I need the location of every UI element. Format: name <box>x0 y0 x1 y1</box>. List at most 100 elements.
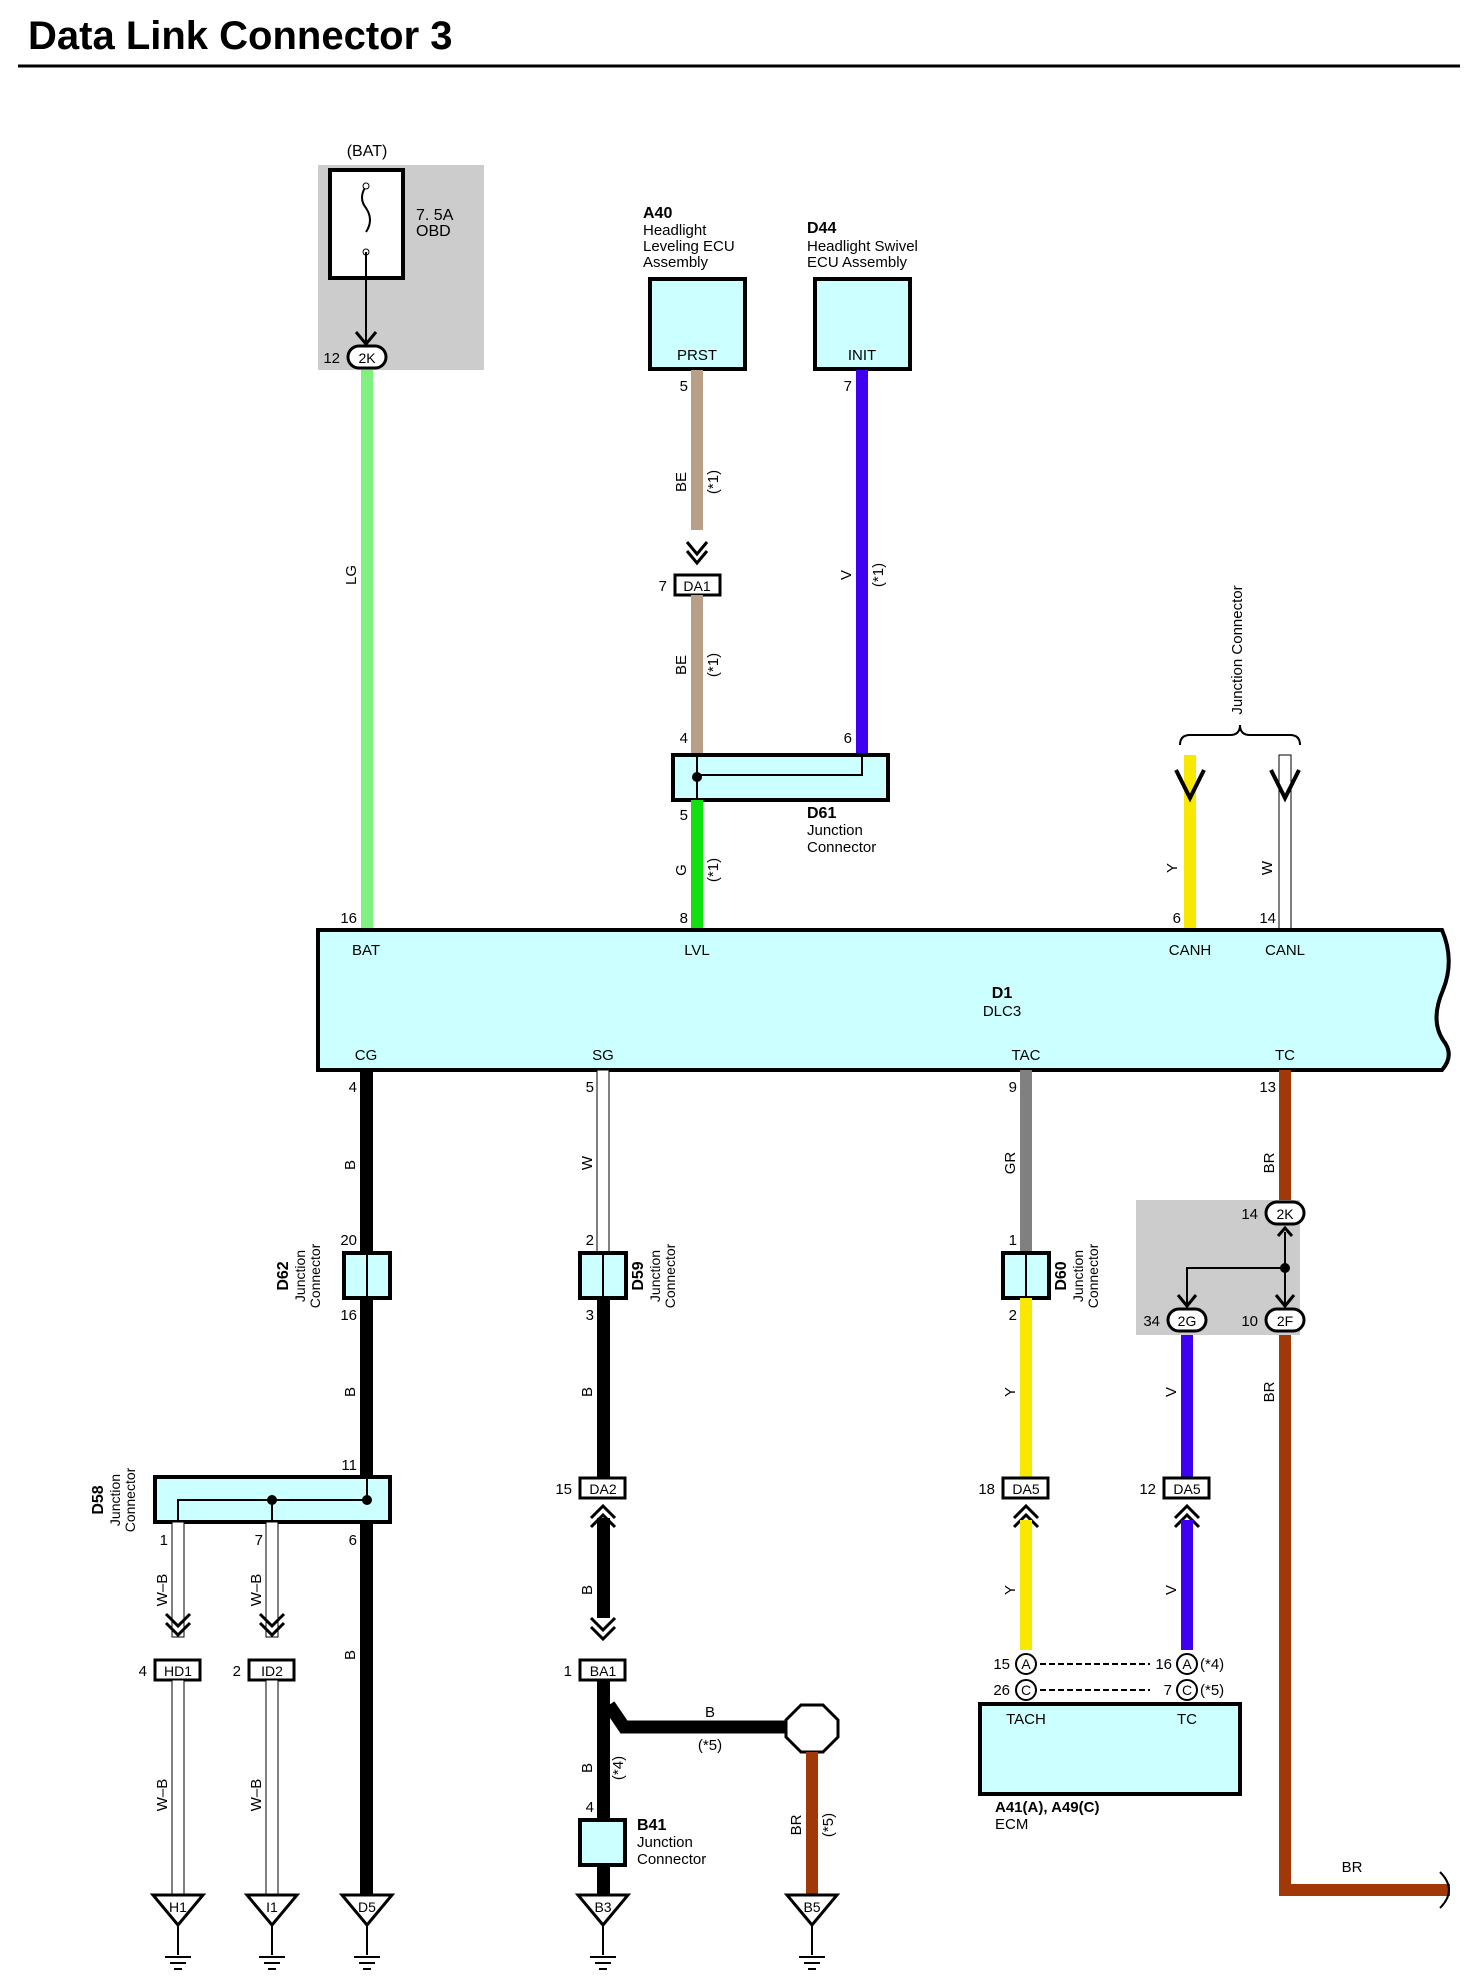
svg-text:I1: I1 <box>266 1899 278 1915</box>
svg-text:10: 10 <box>1241 1313 1258 1330</box>
svg-text:2G: 2G <box>1178 1313 1197 1329</box>
splice-point-icon <box>784 1703 840 1754</box>
fuse-block: (BAT) 7. 5A OBD 2K 12 <box>318 143 484 370</box>
svg-text:V: V <box>1163 1387 1180 1397</box>
svg-text:D5: D5 <box>358 1899 376 1915</box>
svg-text:Connector: Connector <box>662 1243 678 1308</box>
svg-text:B5: B5 <box>803 1899 820 1915</box>
svg-text:12: 12 <box>1139 1481 1156 1498</box>
component-d1-dlc3: D1 DLC3 BAT LVL CANH CANL 16 8 6 14 CG S… <box>316 910 1451 1096</box>
svg-text:CANL: CANL <box>1265 942 1305 959</box>
svg-text:BR: BR <box>1261 1381 1278 1402</box>
svg-text:Junction: Junction <box>637 1834 693 1851</box>
svg-text:BE: BE <box>673 655 690 675</box>
wire-y-tach-ecm <box>1020 1520 1032 1650</box>
svg-text:Junction: Junction <box>1070 1250 1086 1302</box>
svg-text:6: 6 <box>1173 910 1181 927</box>
svg-text:LVL: LVL <box>684 942 710 959</box>
svg-text:Headlight: Headlight <box>643 222 707 239</box>
svg-text:Junction: Junction <box>292 1250 308 1302</box>
svg-text:4: 4 <box>680 730 688 747</box>
wire-w-canl <box>1278 754 1292 931</box>
svg-text:6: 6 <box>349 1532 357 1549</box>
double-chevron-icon <box>685 541 709 566</box>
double-chevron-icon <box>258 1612 286 1638</box>
svg-text:Y: Y <box>1002 1387 1019 1397</box>
component-a40: A40 Headlight Leveling ECU Assembly PRST… <box>643 205 747 395</box>
svg-text:DA1: DA1 <box>683 578 710 594</box>
svg-text:C: C <box>1182 1682 1192 1698</box>
component-d59: 2 3 D59 Junction Connector <box>578 1232 678 1324</box>
svg-text:CANH: CANH <box>1169 942 1212 959</box>
junction-connector-label: Junction Connector <box>1229 585 1246 714</box>
svg-text:CG: CG <box>355 1047 378 1064</box>
svg-text:W–B: W–B <box>154 1779 171 1812</box>
svg-text:Connector: Connector <box>807 839 876 856</box>
svg-text:A: A <box>1021 1656 1031 1672</box>
svg-text:(*1): (*1) <box>870 563 887 587</box>
svg-text:8: 8 <box>680 910 688 927</box>
svg-text:(*4): (*4) <box>1200 1656 1224 1673</box>
svg-text:Leveling ECU: Leveling ECU <box>643 238 735 255</box>
wire-be-upper <box>691 370 703 530</box>
wire-b-da2-ba1 <box>597 1518 610 1618</box>
svg-text:1: 1 <box>564 1663 572 1680</box>
svg-text:PRST: PRST <box>677 347 717 364</box>
svg-text:20: 20 <box>340 1232 357 1249</box>
svg-text:ID2: ID2 <box>261 1663 283 1679</box>
svg-text:V: V <box>838 570 855 580</box>
svg-text:(*5): (*5) <box>698 1737 722 1754</box>
svg-text:B: B <box>342 1650 359 1660</box>
connector-da2 <box>578 1476 627 1500</box>
svg-text:16: 16 <box>340 1307 357 1324</box>
wire-br-b5 <box>806 1752 818 1897</box>
svg-text:5: 5 <box>586 1079 594 1096</box>
svg-text:ECM: ECM <box>995 1816 1028 1833</box>
svg-text:B: B <box>579 1585 596 1595</box>
component-d62: 20 16 D62 Junction Connector <box>275 1232 392 1324</box>
svg-text:BR: BR <box>1261 1152 1278 1173</box>
ground-b5: B5 <box>783 1893 841 1970</box>
ground-d5: D5 <box>338 1893 396 1970</box>
svg-text:13: 13 <box>1259 1079 1276 1096</box>
svg-text:3: 3 <box>586 1307 594 1324</box>
svg-text:A: A <box>1182 1656 1192 1672</box>
svg-text:2F: 2F <box>1277 1313 1293 1329</box>
svg-text:V: V <box>1163 1585 1180 1595</box>
svg-text:TC: TC <box>1275 1047 1295 1064</box>
svg-text:BA1: BA1 <box>590 1663 617 1679</box>
svg-text:2: 2 <box>233 1663 241 1680</box>
svg-text:D58: D58 <box>90 1485 107 1514</box>
fuse-name: OBD <box>416 223 451 240</box>
svg-text:2: 2 <box>586 1232 594 1249</box>
svg-text:BR: BR <box>1342 1859 1363 1876</box>
svg-text:BAT: BAT <box>352 942 380 959</box>
svg-text:15: 15 <box>993 1656 1010 1673</box>
double-chevron-up-icon <box>1173 1503 1201 1529</box>
svg-text:Connector: Connector <box>637 1851 706 1868</box>
svg-text:(*5): (*5) <box>820 1813 837 1837</box>
page-title: Data Link Connector 3 <box>28 14 453 58</box>
wire-br-out <box>1279 1880 1450 1896</box>
svg-text:15: 15 <box>555 1481 572 1498</box>
svg-text:Connector: Connector <box>307 1243 323 1308</box>
svg-text:INIT: INIT <box>848 347 876 364</box>
wire-v-tc-ecm <box>1181 1520 1193 1650</box>
svg-text:DA5: DA5 <box>1012 1481 1039 1497</box>
svg-text:B: B <box>342 1160 359 1170</box>
svg-text:26: 26 <box>993 1682 1010 1699</box>
jconn-2k-top <box>346 344 388 370</box>
svg-text:BR: BR <box>788 1814 805 1835</box>
svg-text:Assembly: Assembly <box>643 254 709 271</box>
connector-da5-tac <box>1001 1476 1050 1500</box>
svg-text:G: G <box>673 864 690 876</box>
wire-y-canh <box>1184 755 1196 930</box>
svg-text:14: 14 <box>1259 910 1276 927</box>
svg-text:B: B <box>579 1763 596 1773</box>
svg-text:Junction: Junction <box>807 822 863 839</box>
svg-text:TACH: TACH <box>1006 1711 1046 1728</box>
svg-text:9: 9 <box>1009 1079 1017 1096</box>
svg-text:C: C <box>1021 1682 1031 1698</box>
svg-text:B: B <box>342 1387 359 1397</box>
